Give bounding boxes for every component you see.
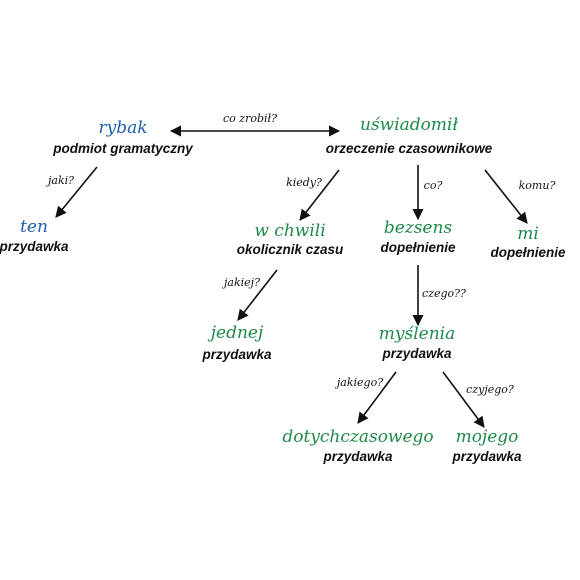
node-role-ten: przydawka: [0, 239, 69, 254]
node-word-jednej: jednej: [207, 323, 264, 343]
edge-question-w_chwili-jednej: jakiej?: [221, 276, 260, 289]
edge-arrow-myslenia-mojego: [442, 371, 485, 428]
edge-arrow-myslenia-dotychczasowego: [357, 371, 397, 424]
node-ten: ten przydawka: [0, 217, 69, 254]
edge-question-bezsens-myslenia: czego??: [422, 287, 466, 300]
edge-question-uswiadomil-mi: komu?: [519, 179, 556, 192]
edge-question-myslenia-dotychczasowego: jakiego?: [334, 376, 383, 389]
node-role-jednej: przydawka: [201, 347, 272, 362]
edge-arrow-uswiadomil-mi: [484, 169, 528, 224]
node-word-mojego: mojego: [456, 427, 519, 447]
node-word-mi: mi: [517, 224, 539, 244]
node-word-bezsens: bezsens: [384, 218, 453, 238]
edge-question-myslenia-mojego: czyjego?: [466, 383, 514, 396]
node-role-w_chwili: okolicznik czasu: [237, 242, 344, 257]
node-role-mojego: przydawka: [451, 449, 522, 464]
node-role-dotychczasowego: przydawka: [322, 449, 393, 464]
edge-question-uswiadomil-bezsens: co?: [424, 179, 443, 192]
edge-arrow-uswiadomil-w_chwili: [299, 169, 340, 221]
edge-arrow-w_chwili-jednej: [237, 269, 278, 321]
edges-layer: co zrobił? jaki? kiedy? co? komu? jakiej? czeg…: [45, 112, 556, 428]
node-myslenia: myślenia przydawka: [379, 324, 455, 361]
node-uswiadomil: uświadomił orzeczenie czasownikowe: [326, 115, 493, 156]
node-word-rybak: rybak: [98, 118, 147, 138]
node-mojego: mojego przydawka: [451, 427, 522, 464]
node-role-myslenia: przydawka: [381, 346, 452, 361]
node-role-mi: dopełnienie: [490, 245, 566, 260]
node-word-uswiadomil: uświadomił: [360, 115, 458, 135]
node-bezsens: bezsens dopełnienie: [380, 218, 456, 255]
node-word-w_chwili: w chwili: [254, 221, 325, 241]
node-word-myslenia: myślenia: [379, 324, 455, 344]
node-jednej: jednej przydawka: [201, 323, 272, 362]
edge-arrow-rybak-ten: [55, 166, 98, 218]
node-dotychczasowego: dotychczasowego przydawka: [282, 427, 433, 464]
node-role-rybak: podmiot gramatyczny: [52, 141, 194, 156]
node-role-bezsens: dopełnienie: [380, 240, 456, 255]
node-rybak: rybak podmiot gramatyczny: [52, 118, 194, 156]
node-word-dotychczasowego: dotychczasowego: [282, 427, 433, 447]
node-word-ten: ten: [20, 217, 48, 237]
node-role-uswiadomil: orzeczenie czasownikowe: [326, 141, 493, 156]
nodes-layer: rybak podmiot gramatyczny ten przydawka uświ…: [0, 115, 566, 464]
edge-question-rybak-uswiadomil: co zrobił?: [223, 112, 277, 125]
edge-question-rybak-ten: jaki?: [45, 174, 74, 187]
edge-question-uswiadomil-w_chwili: kiedy?: [286, 176, 322, 189]
